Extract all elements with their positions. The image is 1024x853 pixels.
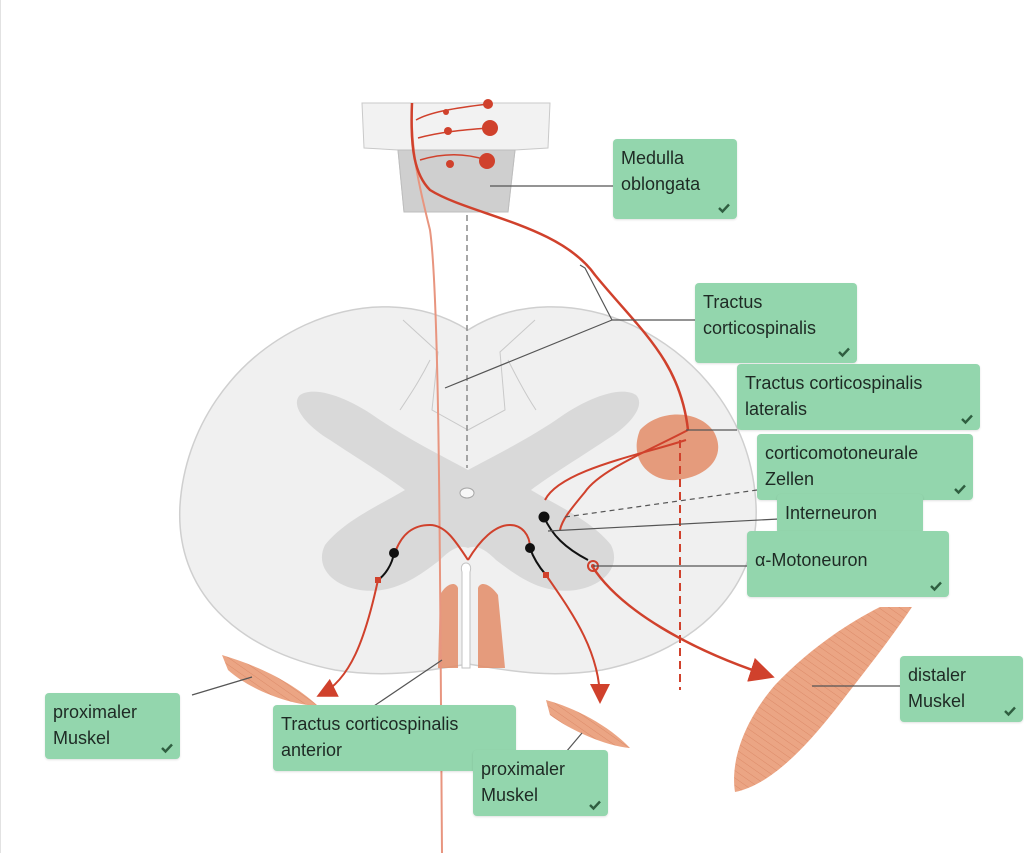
distal-muscle-shape: [734, 607, 912, 792]
medulla-nuclei: [443, 99, 498, 169]
proximal-muscle-left-shape: [222, 655, 318, 706]
label-tractus-corticospinalis-anterior[interactable]: Tractus corticospinalis anterior: [273, 705, 516, 771]
interneuron-cell: [538, 511, 589, 561]
pathway-fibers: [316, 102, 775, 853]
check-icon: [589, 800, 601, 811]
label-distaler-muskel[interactable]: distaler Muskel: [900, 656, 1023, 722]
page-border: [0, 0, 1, 853]
check-icon: [718, 203, 730, 214]
label-interneuron[interactable]: Interneuron: [777, 494, 923, 534]
check-icon: [161, 743, 173, 754]
label-tractus-corticospinalis[interactable]: Tractus corticospinalis: [695, 283, 857, 363]
label-text: proximaler Muskel: [53, 702, 138, 748]
label-corticomotoneurale-zellen[interactable]: corticomotoneurale Zellen: [757, 434, 973, 500]
label-proximaler-muskel-left[interactable]: proximaler Muskel: [45, 693, 180, 759]
label-text: α-Motoneuron: [755, 550, 868, 570]
label-alpha-motoneuron[interactable]: α-Motoneuron: [747, 531, 949, 597]
label-text: Tractus corticospinalis lateralis: [745, 373, 923, 419]
label-text: corticomotoneurale Zellen: [765, 443, 919, 489]
proximal-muscle-center-shape: [546, 700, 630, 748]
label-text: distaler Muskel: [908, 665, 967, 711]
label-proximaler-muskel-center[interactable]: proximaler Muskel: [473, 750, 608, 816]
label-text: Medulla oblongata: [621, 148, 701, 194]
label-text: Interneuron: [785, 503, 878, 523]
check-icon: [1004, 706, 1016, 717]
left-neurons: [375, 548, 399, 583]
center-neurons: [525, 543, 549, 578]
label-text: Tractus corticospinalis anterior: [281, 714, 459, 760]
label-text: proximaler Muskel: [481, 759, 566, 805]
check-icon: [961, 414, 973, 425]
brainstem: [361, 102, 551, 213]
label-medulla-oblongata[interactable]: Medulla oblongata: [613, 139, 737, 219]
label-tractus-corticospinalis-lateralis[interactable]: Tractus corticospinalis lateralis: [737, 364, 980, 430]
spinal-cord-section: [179, 306, 757, 675]
check-icon: [954, 484, 966, 495]
check-icon: [838, 347, 850, 358]
leader-lines: [191, 185, 900, 753]
label-text: Tractus corticospinalis: [703, 292, 817, 338]
check-icon: [930, 581, 942, 592]
